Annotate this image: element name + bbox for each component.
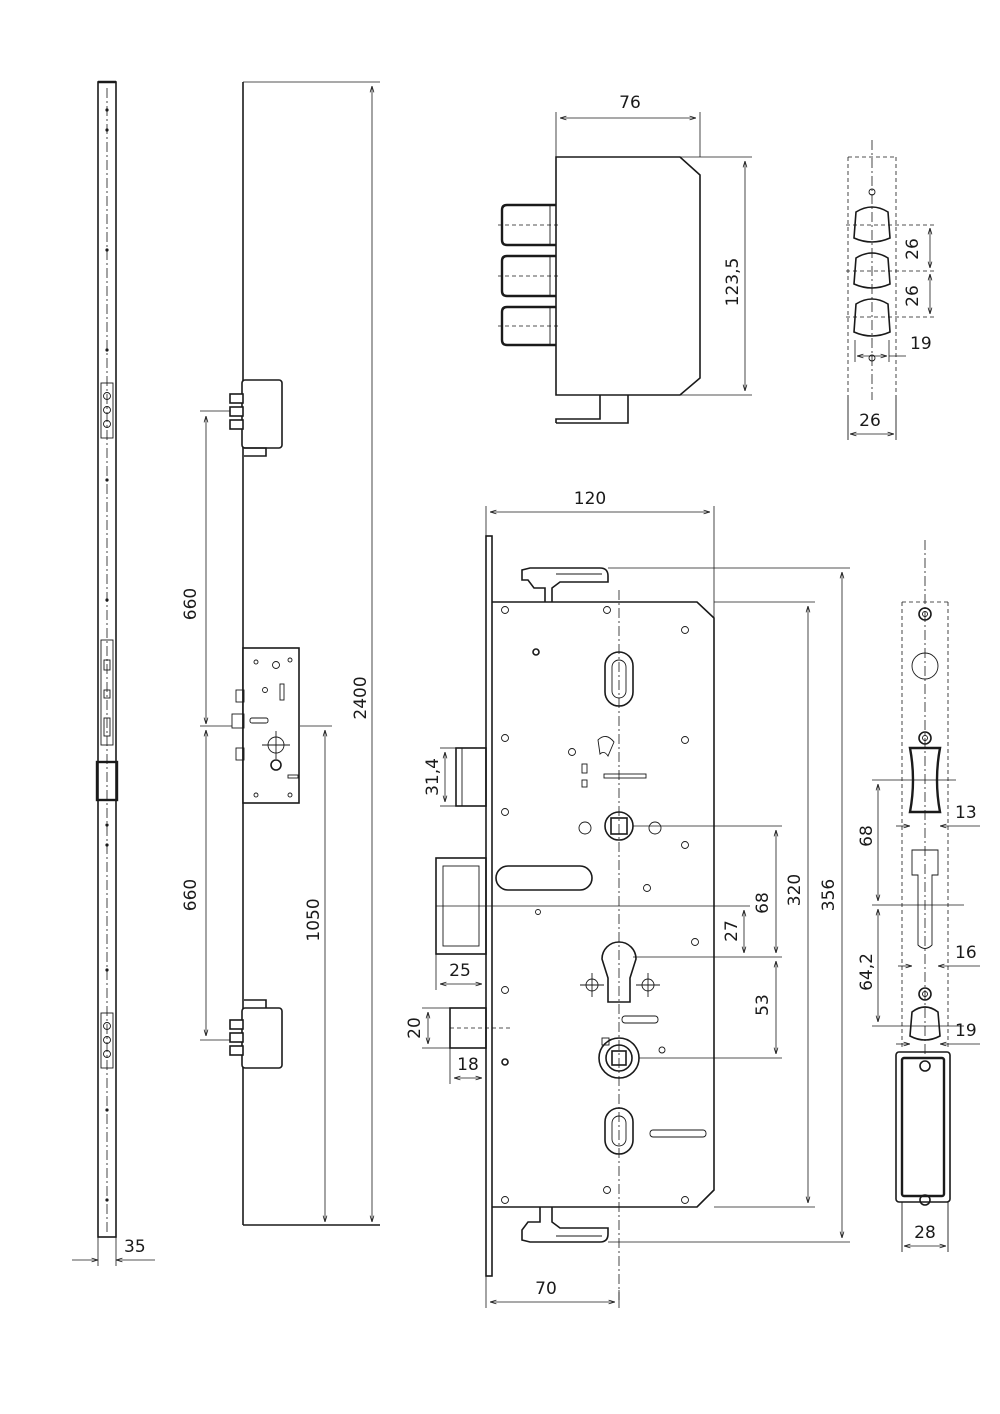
dim-cylinder-to-lower: 53 xyxy=(753,994,773,1016)
dim-bolt-case-height: 123,5 xyxy=(723,258,743,307)
dim-bolt-case-width: 76 xyxy=(619,93,641,113)
bolt-strike-view: 26 26 19 26 xyxy=(846,140,936,440)
dim-aux-throw: 20 xyxy=(405,1017,425,1039)
dim-strike-upper: 68 xyxy=(857,825,877,847)
dim-deadbolt-throw: 25 xyxy=(449,961,471,981)
dim-bolt-hole: 19 xyxy=(910,334,932,354)
main-lock-view: 120 70 356 320 68 53 27 31,4 xyxy=(405,489,850,1308)
dim-strike-hole: 19 xyxy=(955,1021,977,1041)
dim-lower-height: 1050 xyxy=(304,898,324,941)
dim-strike-latch: 16 xyxy=(955,943,977,963)
bolt-case-view: 76 123,5 xyxy=(498,93,752,424)
dim-total-height: 2400 xyxy=(351,676,371,719)
dim-lock-backset: 70 xyxy=(535,1279,557,1299)
faceplate-strip-view: 35 xyxy=(72,80,155,1266)
dim-strip-width: 35 xyxy=(124,1237,146,1257)
dim-aux-offset: 18 xyxy=(457,1055,479,1075)
dim-lock-total: 356 xyxy=(819,879,839,911)
dim-strike-width: 28 xyxy=(914,1223,936,1243)
dim-latch-throw: 31,4 xyxy=(423,758,443,796)
dim-strike-lower: 64,2 xyxy=(857,953,877,991)
strike-plate-view: 28 68 64,2 13 16 19 xyxy=(857,540,980,1252)
dim-upper-span: 660 xyxy=(181,588,201,620)
dim-lock-width: 120 xyxy=(574,489,606,509)
dim-strike-slot: 13 xyxy=(955,803,977,823)
side-elevation-view: 660 660 1050 2400 xyxy=(181,81,380,1226)
dim-deadbolt-offset: 27 xyxy=(722,920,742,942)
dim-follower-to-cylinder: 68 xyxy=(753,892,773,914)
dim-lock-inner: 320 xyxy=(785,874,805,906)
dim-lower-span: 660 xyxy=(181,879,201,911)
dim-bolt-pitch-2: 26 xyxy=(903,285,923,307)
dim-bolt-pitch-1: 26 xyxy=(903,238,923,260)
dim-bolt-plate-width: 26 xyxy=(859,411,881,431)
